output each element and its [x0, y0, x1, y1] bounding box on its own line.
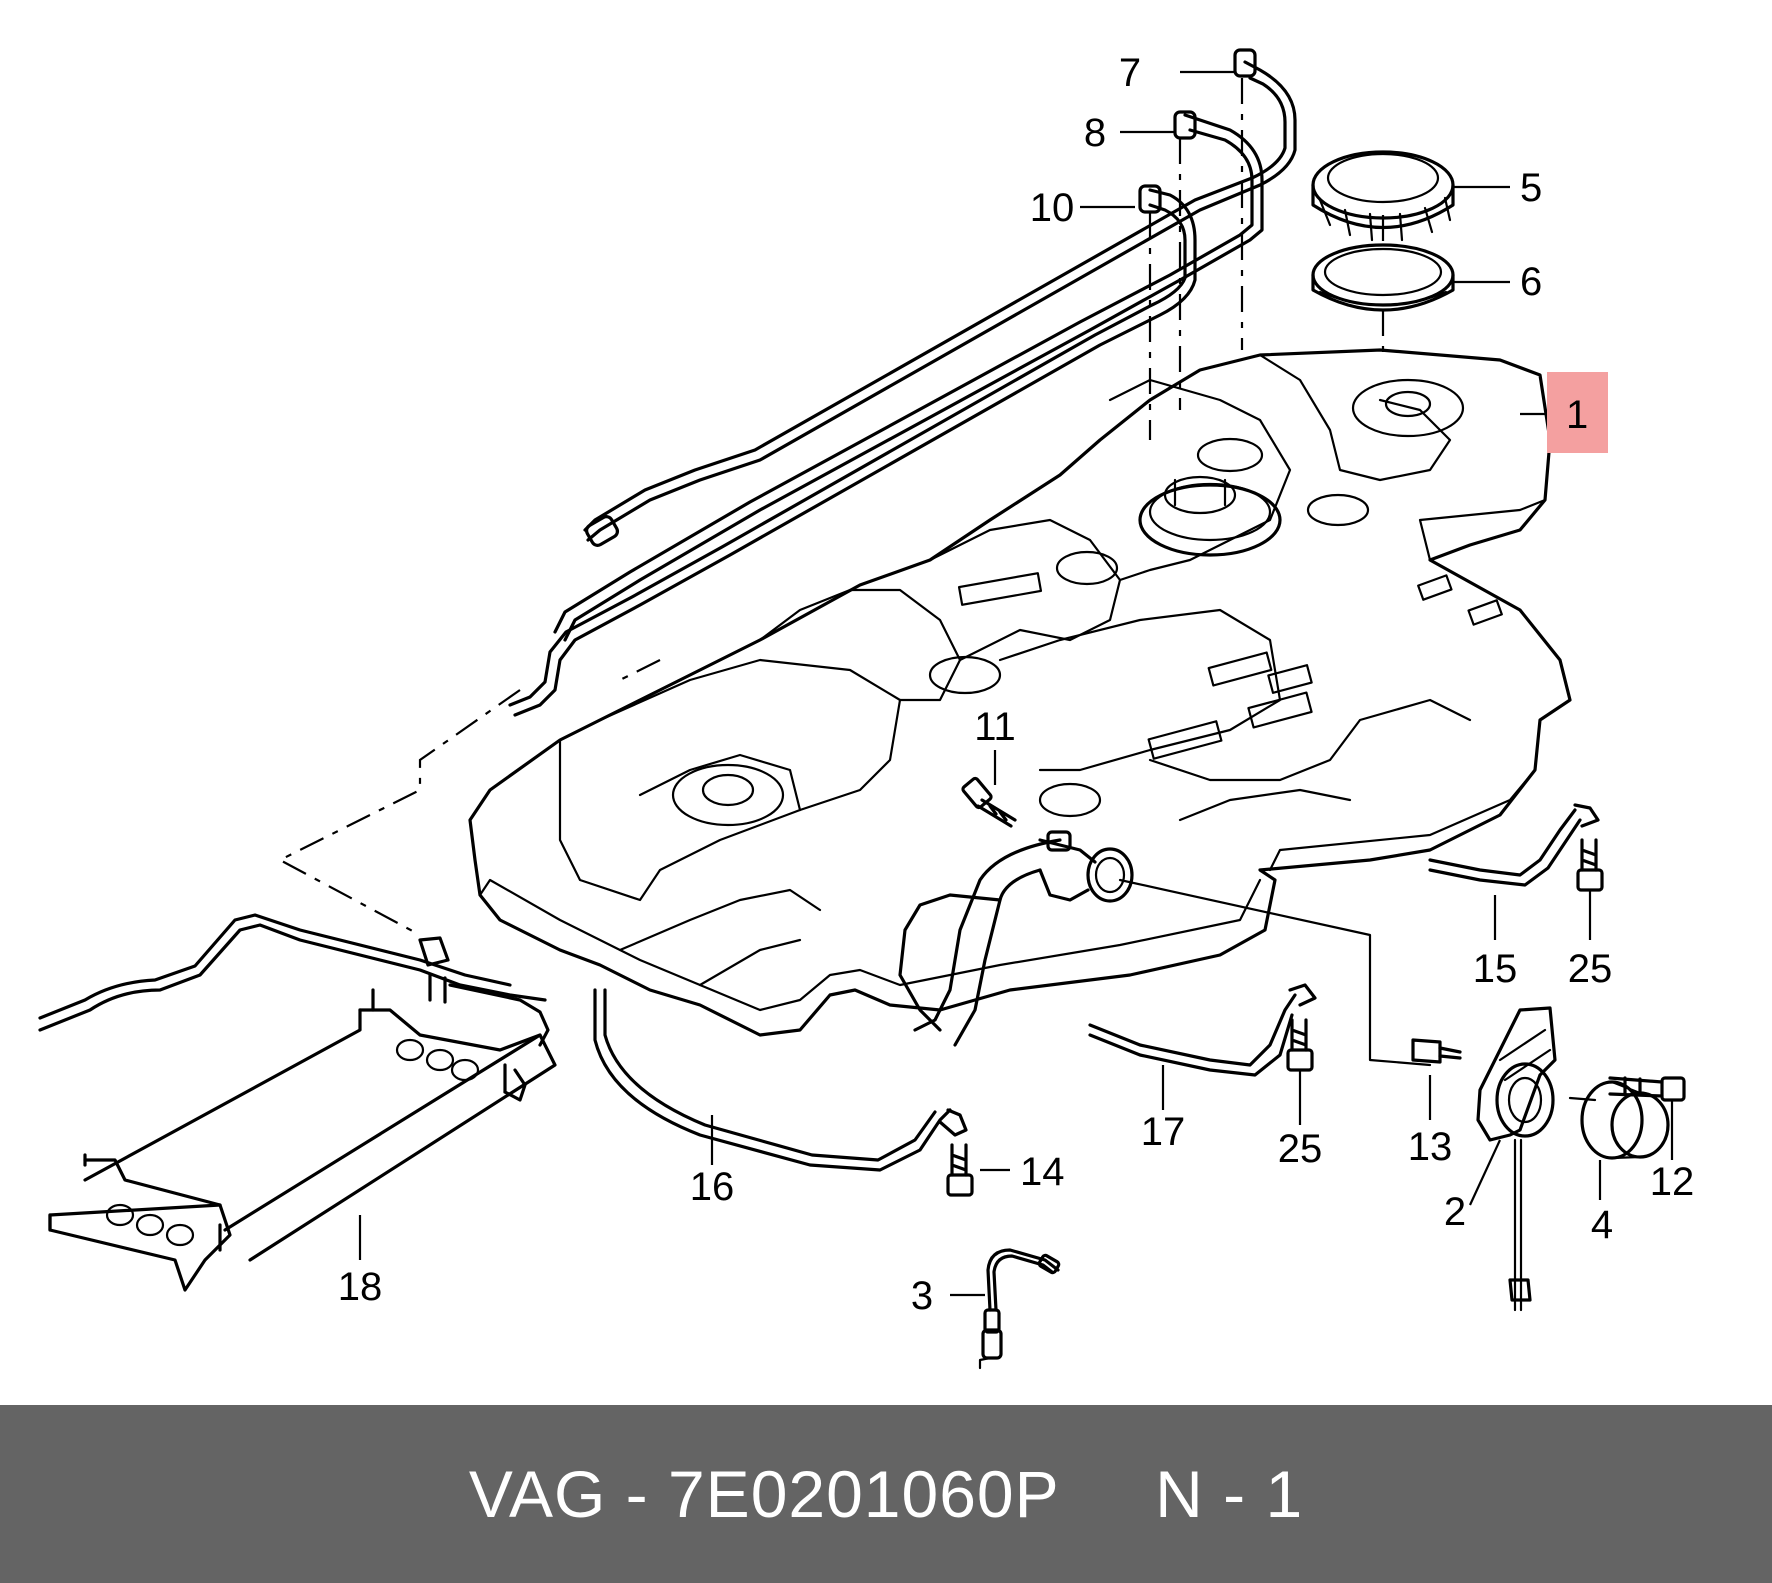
bolt-12 — [1608, 1076, 1686, 1102]
bolt-14 — [946, 1143, 974, 1197]
callout-8: 8 — [1084, 111, 1106, 155]
callout-3: 3 — [911, 1274, 933, 1318]
fuel-tank — [468, 348, 1572, 1037]
callout-7: 7 — [1119, 51, 1141, 95]
callout-15: 15 — [1473, 947, 1518, 991]
callout-4: 4 — [1591, 1203, 1613, 1247]
tank-strap-right — [1428, 803, 1600, 887]
callout-5: 5 — [1520, 166, 1542, 210]
bolt-25-right — [1576, 838, 1604, 892]
valve-13 — [1411, 1038, 1462, 1064]
tank-strap-left — [593, 988, 968, 1172]
seal-ring — [1311, 243, 1455, 312]
filler-neck-housing — [1476, 1006, 1557, 1312]
callout-6: 6 — [1520, 260, 1542, 304]
filler-hose — [898, 830, 1134, 1047]
callout-labels: 7 8 10 5 6 1 11 14 15 25 16 17 25 18 13 … — [338, 51, 1695, 1318]
callout-11: 11 — [974, 705, 1016, 749]
callout-18: 18 — [338, 1265, 383, 1309]
callout-10: 10 — [1030, 186, 1075, 230]
bolt-25-middle — [1286, 1018, 1314, 1072]
heat-shield — [48, 988, 557, 1292]
wiring-harness — [978, 1248, 1061, 1370]
callout-25-right: 25 — [1568, 947, 1613, 991]
callout-14: 14 — [1020, 1150, 1065, 1194]
part-number-text: VAG - 7E0201060P N - 1 — [468, 1457, 1304, 1531]
fuel-tank-exploded-diagram: 7 8 10 5 6 1 11 14 15 25 16 17 25 18 13 … — [38, 48, 1695, 1370]
callout-17: 17 — [1141, 1110, 1186, 1154]
callout-16: 16 — [690, 1165, 735, 1209]
leader-lines — [358, 70, 1674, 1297]
callout-13: 13 — [1408, 1125, 1453, 1169]
fuel-filler-cap — [1568, 1080, 1670, 1160]
exhaust-pipe — [38, 913, 550, 1047]
selected-part-highlight — [1547, 372, 1608, 453]
part-number-footer: VAG - 7E0201060P N - 1 — [0, 1405, 1772, 1583]
callout-1: 1 — [1566, 393, 1588, 437]
bolt-11 — [961, 776, 1017, 828]
callout-2: 2 — [1444, 1190, 1466, 1234]
tank-strap-middle — [1088, 983, 1317, 1077]
fuel-lines — [508, 48, 1297, 717]
callout-12: 12 — [1650, 1160, 1695, 1204]
callout-25-middle: 25 — [1278, 1127, 1323, 1171]
